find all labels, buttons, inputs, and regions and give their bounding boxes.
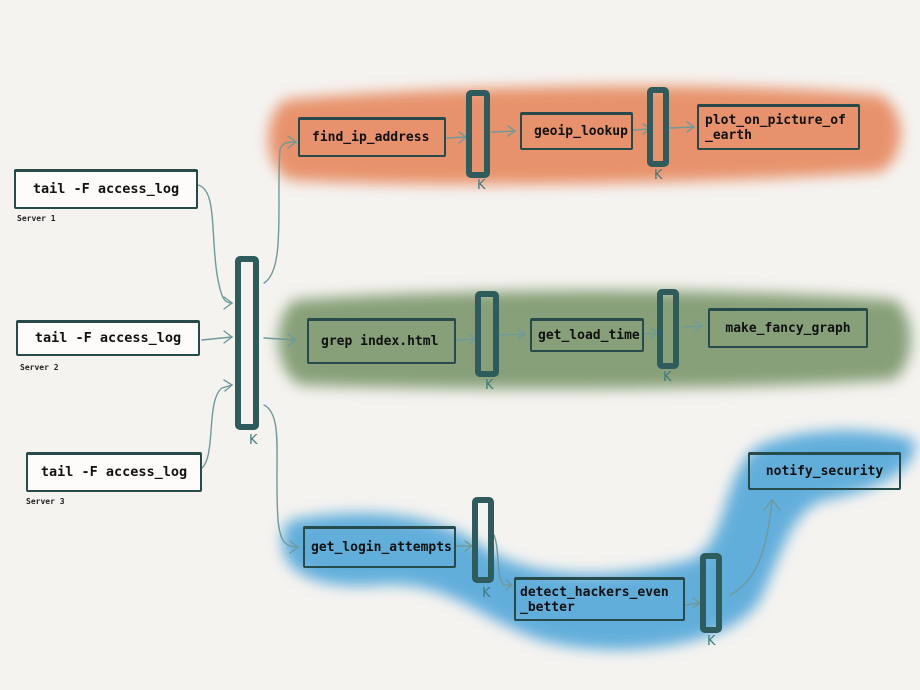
band-geo-wash: [268, 85, 901, 185]
connector-sec-3: [684, 602, 701, 606]
step-get-load-time: get_load_time: [530, 318, 644, 352]
arrowhead: [289, 540, 300, 554]
arrowhead: [223, 330, 234, 344]
step-grep-index-html: grep index.html: [307, 318, 456, 364]
queue-label-central: K: [249, 433, 258, 448]
queue-perf-2: [657, 289, 679, 369]
arrowhead: [686, 121, 696, 133]
queues: [235, 87, 722, 633]
queue-perf-1: [475, 291, 499, 377]
step-make-fancy-graph: make_fancy_graph: [708, 308, 868, 348]
connectors: [197, 126, 773, 606]
step-get-login-attempts: get_login_attempts: [303, 526, 456, 568]
source-box-server3: tail -F access_log: [26, 452, 202, 492]
band-geo: [268, 85, 901, 185]
step-detect-hackers-even-better: detect_hackers_even _better: [514, 577, 685, 621]
step-geoip-lookup: geoip_lookup: [520, 112, 633, 150]
arrowhead: [507, 125, 517, 137]
connector-geo-2: [491, 130, 516, 133]
queue-sec-2: [700, 553, 722, 633]
queue-geo-1: [466, 90, 490, 178]
connector-server3-queue: [201, 384, 233, 469]
connector-queue-geo: [263, 141, 297, 284]
connector-server1-queue: [197, 184, 233, 304]
band-perf-wash: [278, 290, 911, 389]
connector-geo-4: [669, 126, 695, 129]
connector-sec-4: [729, 499, 773, 596]
arrowhead: [287, 135, 298, 149]
server-label-1: Server 1: [17, 214, 56, 223]
queue-label-geo-1: K: [477, 178, 486, 193]
queue-label-sec-1: K: [482, 586, 491, 601]
band-security-wash: [282, 430, 916, 650]
connector-queue-perf: [263, 337, 297, 341]
arrowhead: [517, 328, 527, 340]
step-plot-on-picture-of-earth: plot_on_picture_of _earth: [697, 104, 860, 150]
arrowhead: [287, 333, 298, 347]
server-label-3: Server 3: [26, 497, 65, 506]
connector-perf-1: [455, 338, 477, 341]
queue-label-sec-2: K: [707, 634, 716, 649]
step-notify-security: notify_security: [748, 452, 901, 490]
connector-geo-1: [445, 136, 467, 139]
queue-label-perf-1: K: [485, 378, 494, 393]
connector-perf-2: [499, 333, 526, 336]
arrowhead: [694, 320, 704, 332]
queue-label-perf-2: K: [663, 370, 672, 385]
step-find-ip-address: find_ip_address: [298, 117, 446, 157]
server-label-2: Server 2: [20, 363, 59, 372]
arrowhead: [505, 579, 514, 591]
arrowhead: [223, 379, 234, 392]
arrowhead: [223, 296, 234, 310]
queue-sec-1: [472, 497, 494, 583]
band-security: [282, 430, 916, 650]
queue-label-geo-2: K: [654, 168, 663, 183]
queue-geo-2: [647, 87, 669, 167]
connector-perf-4: [682, 325, 703, 328]
connector-server2-queue: [201, 336, 233, 341]
source-box-server1: tail -F access_log: [14, 169, 198, 209]
connector-queue-security: [263, 404, 299, 548]
connector-perf-3: [643, 332, 659, 335]
queue-central: [235, 256, 259, 430]
connector-sec-2: [493, 534, 513, 586]
source-box-server2: tail -F access_log: [16, 320, 200, 356]
band-perf: [278, 290, 911, 389]
arrowhead: [763, 498, 781, 511]
